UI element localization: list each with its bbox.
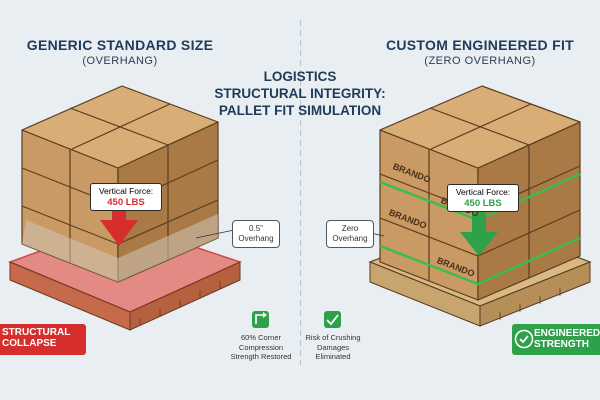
feature-crushing-risk: Risk of Crushing Damages Eliminated	[298, 333, 368, 362]
collapse-line2: COLLAPSE	[2, 338, 57, 349]
main-title-line3: PALLET FIT SIMULATION	[218, 103, 382, 118]
check-wrench-icon	[324, 311, 341, 328]
right-panel-subtitle: (ZERO OVERHANG)	[424, 55, 536, 67]
right-force-caption: Vertical Force:	[455, 187, 511, 197]
left-force-value: 450 LBS	[107, 197, 145, 208]
collapse-line1: STRUCTURAL	[2, 327, 71, 338]
structural-collapse-badge: STRUCTURAL COLLAPSE	[0, 324, 86, 355]
overhang-label: Overhang	[238, 234, 274, 243]
right-force-label: Vertical Force: 450 LBS	[447, 184, 519, 212]
left-panel-title: GENERIC STANDARD SIZE	[26, 37, 214, 53]
feature-2-line1: Risk of Crushing	[305, 333, 361, 342]
left-force-label: Vertical Force: 450 LBS	[90, 183, 162, 211]
overhang-leader-line	[195, 229, 235, 239]
zero-line1: Zero	[341, 224, 359, 233]
main-title: LOGISTICS STRUCTURAL INTEGRITY: PALLET F…	[190, 68, 410, 119]
check-circle-icon	[514, 329, 534, 349]
zero-overhang-callout: Zero Overhang	[326, 220, 374, 248]
engineered-strength-badge: ENGINEERED STRENGTH	[512, 324, 600, 355]
feature-2-line3: Eliminated	[315, 352, 351, 361]
left-box-stack	[21, 85, 219, 283]
feature-1-line3: Strength Restored	[230, 352, 292, 361]
left-panel-subtitle: (OVERHANG)	[82, 55, 158, 67]
feature-corner-compression: 60% Corner Compression Strength Restored	[226, 333, 296, 362]
overhang-callout: 0.5" Overhang	[232, 220, 280, 248]
right-force-arrow	[460, 206, 498, 256]
zero-line2: Overhang	[332, 234, 368, 243]
corner-arrow-icon	[252, 311, 269, 328]
feature-2-line2: Damages	[316, 342, 350, 352]
right-panel-title: CUSTOM ENGINEERED FIT	[385, 37, 575, 53]
strength-line1: ENGINEERED	[534, 328, 600, 339]
right-box-stack	[379, 85, 581, 301]
right-force-value: 450 LBS	[464, 198, 502, 209]
panel-divider	[300, 20, 301, 365]
feature-1-line2: Compression	[238, 342, 284, 352]
left-force-caption: Vertical Force:	[98, 186, 154, 196]
main-title-line2: STRUCTURAL INTEGRITY:	[214, 86, 386, 101]
overhang-value: 0.5"	[249, 224, 263, 233]
strength-line2: STRENGTH	[534, 339, 589, 350]
main-title-line1: LOGISTICS	[263, 69, 337, 84]
feature-1-line1: 60% Corner	[240, 333, 282, 342]
